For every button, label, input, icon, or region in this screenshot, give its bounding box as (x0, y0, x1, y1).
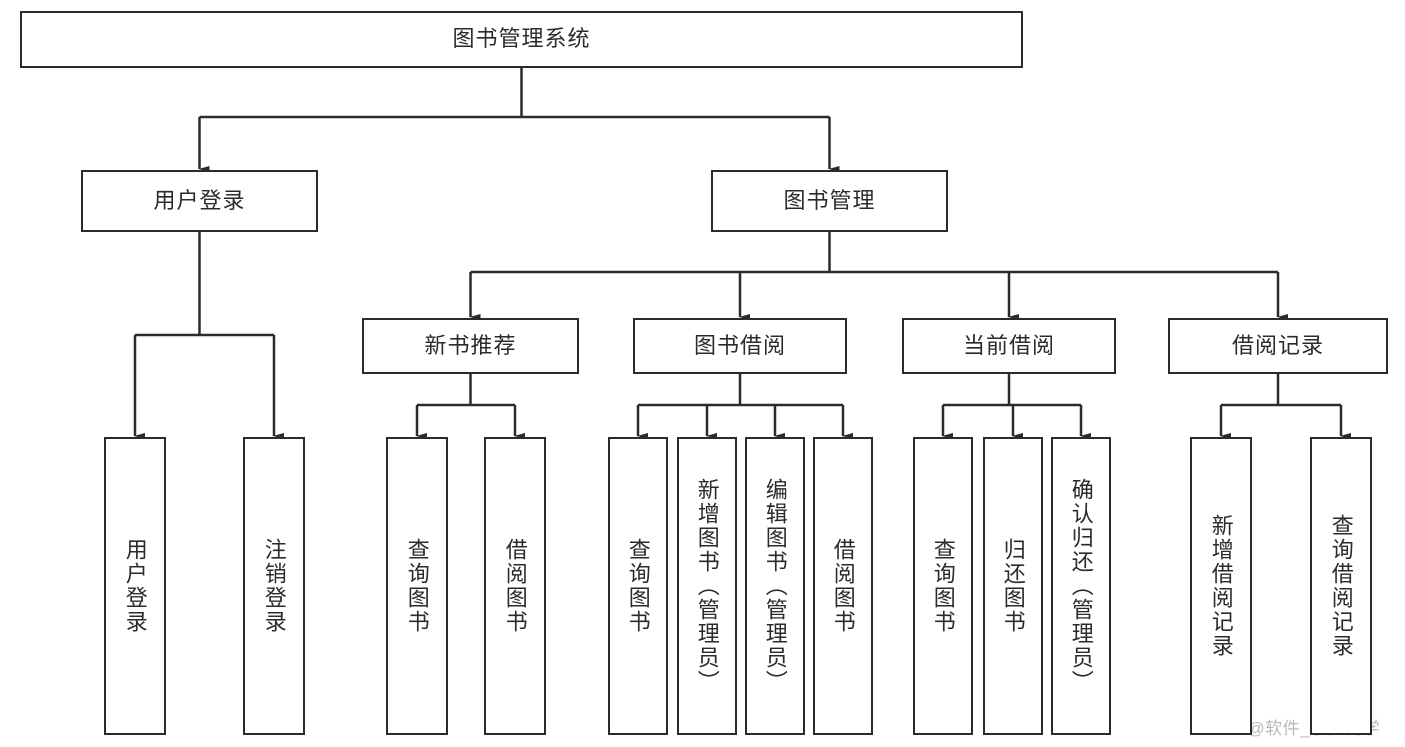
node-leaf-borrow-4: 借阅图书 (813, 437, 873, 735)
node-leaf-borrow-1: 查询图书 (608, 437, 668, 735)
node-label: 图书管理系统 (452, 26, 591, 52)
node-leaf-login-2: 注销登录 (243, 437, 305, 735)
node-label: 新增借阅记录 (1208, 514, 1234, 658)
node-leaf-borrow-3: 编辑图书（管理员） (745, 437, 805, 735)
node-label: 图书借阅 (693, 332, 786, 358)
node-leaf-cur-3: 确认归还（管理员） (1051, 437, 1111, 735)
node-label: 注销登录 (261, 538, 287, 634)
node-label: 借阅图书 (830, 538, 856, 634)
node-leaf-new-1: 查询图书 (386, 437, 448, 735)
node-label: 图书管理 (783, 187, 876, 213)
node-label: 新书推荐 (424, 332, 517, 358)
node-label: 查询图书 (404, 538, 430, 634)
node-root: 图书管理系统 (20, 11, 1023, 68)
node-records: 借阅记录 (1168, 318, 1388, 374)
node-leaf-new-2: 借阅图书 (484, 437, 546, 735)
node-label: 查询借阅记录 (1328, 514, 1354, 658)
node-login: 用户登录 (81, 170, 318, 232)
node-leaf-login-1: 用户登录 (104, 437, 166, 735)
node-label: 新增图书（管理员） (694, 478, 720, 694)
node-label: 查询图书 (930, 538, 956, 634)
node-leaf-cur-2: 归还图书 (983, 437, 1043, 735)
node-bookmgmt: 图书管理 (711, 170, 948, 232)
node-label: 编辑图书（管理员） (762, 478, 788, 694)
node-current: 当前借阅 (902, 318, 1116, 374)
node-label: 用户登录 (153, 187, 246, 213)
node-leaf-rec-2: 查询借阅记录 (1310, 437, 1372, 735)
node-label: 用户登录 (122, 538, 148, 634)
node-label: 确认归还（管理员） (1068, 478, 1094, 694)
node-label: 借阅记录 (1231, 332, 1324, 358)
node-label: 借阅图书 (502, 538, 528, 634)
node-label: 当前借阅 (962, 332, 1055, 358)
node-label: 归还图书 (1000, 538, 1026, 634)
node-leaf-cur-1: 查询图书 (913, 437, 973, 735)
node-leaf-rec-1: 新增借阅记录 (1190, 437, 1252, 735)
node-borrow: 图书借阅 (633, 318, 847, 374)
node-newbook: 新书推荐 (362, 318, 579, 374)
node-label: 查询图书 (625, 538, 651, 634)
node-leaf-borrow-2: 新增图书（管理员） (677, 437, 737, 735)
